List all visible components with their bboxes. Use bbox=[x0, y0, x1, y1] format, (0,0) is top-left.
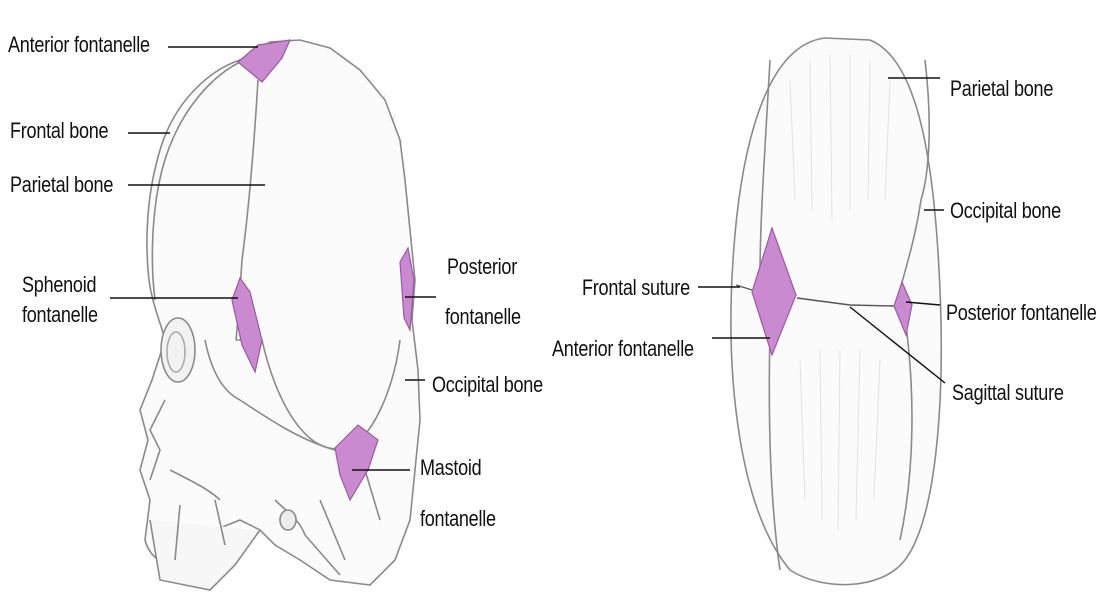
label-frontal-suture: Frontal suture bbox=[582, 275, 690, 301]
label-occipital-bone-superior: Occipital bone bbox=[950, 198, 1061, 224]
mandible bbox=[150, 520, 260, 590]
label-mastoid-line1: Mastoid bbox=[420, 455, 481, 481]
label-sphenoid-line1: Sphenoid bbox=[22, 272, 96, 298]
label-parietal-bone-lateral: Parietal bone bbox=[10, 172, 113, 198]
label-posterior-line2: fontanelle bbox=[445, 304, 521, 330]
label-occipital-bone-lateral: Occipital bone bbox=[432, 372, 543, 398]
label-anterior-fontanelle-superior: Anterior fontanelle bbox=[552, 336, 694, 362]
label-parietal-bone-superior: Parietal bone bbox=[950, 76, 1053, 102]
label-frontal-bone: Frontal bone bbox=[10, 118, 108, 144]
label-posterior-line1: Posterior bbox=[447, 254, 517, 280]
label-sagittal-suture: Sagittal suture bbox=[952, 380, 1064, 406]
label-anterior-fontanelle-lateral: Anterior fontanelle bbox=[8, 32, 150, 58]
label-mastoid-line2: fontanelle bbox=[420, 506, 496, 532]
label-posterior-fontanelle-superior: Posterior fontanelle bbox=[946, 300, 1097, 326]
lateral-skull bbox=[140, 40, 420, 590]
label-sphenoid-line2: fontanelle bbox=[22, 302, 98, 328]
